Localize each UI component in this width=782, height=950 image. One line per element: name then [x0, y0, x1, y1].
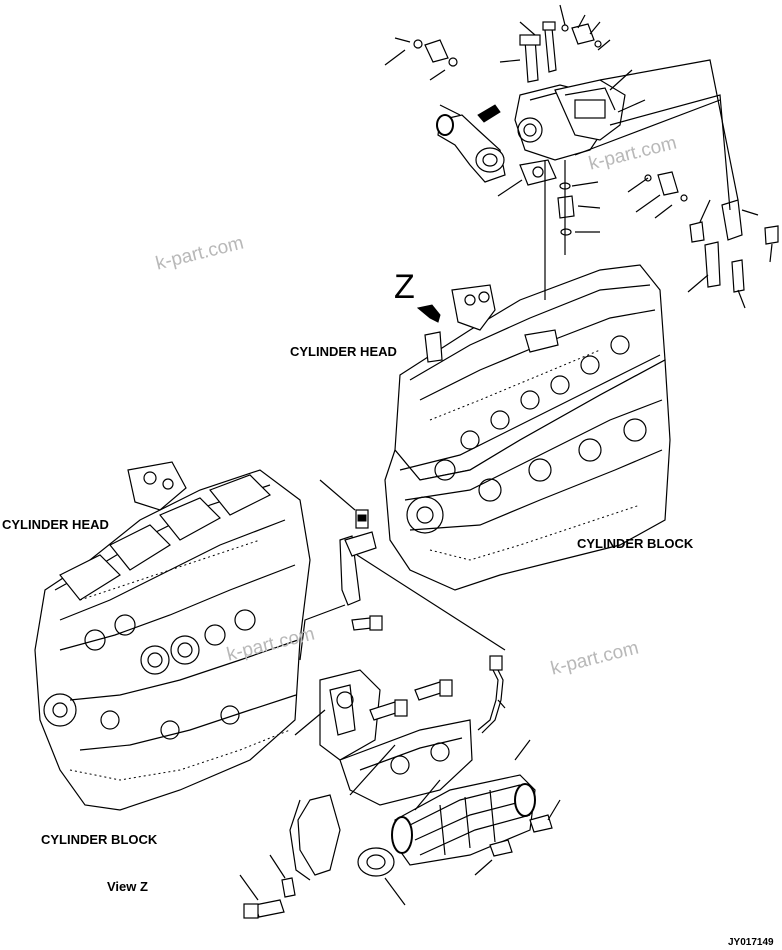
- z-view-marker: Z: [394, 268, 415, 306]
- cylinder-head-label-left: CYLINDER HEAD: [2, 517, 109, 532]
- drawing-code: JY017149: [728, 937, 774, 948]
- egr-cooler-assembly: [243, 509, 553, 919]
- view-z-label: View Z: [107, 879, 148, 894]
- egr-valve-exploded: [413, 21, 779, 300]
- leader-lines-top: [384, 4, 773, 309]
- cylinder-block-label-left: CYLINDER BLOCK: [41, 832, 158, 847]
- leader-lines-bottom: [239, 479, 561, 906]
- cylinder-head-label-top: CYLINDER HEAD: [290, 344, 397, 359]
- right-engine-assembly: [384, 264, 671, 591]
- cylinder-block-label-right: CYLINDER BLOCK: [577, 536, 694, 551]
- left-engine-assembly: [34, 461, 311, 811]
